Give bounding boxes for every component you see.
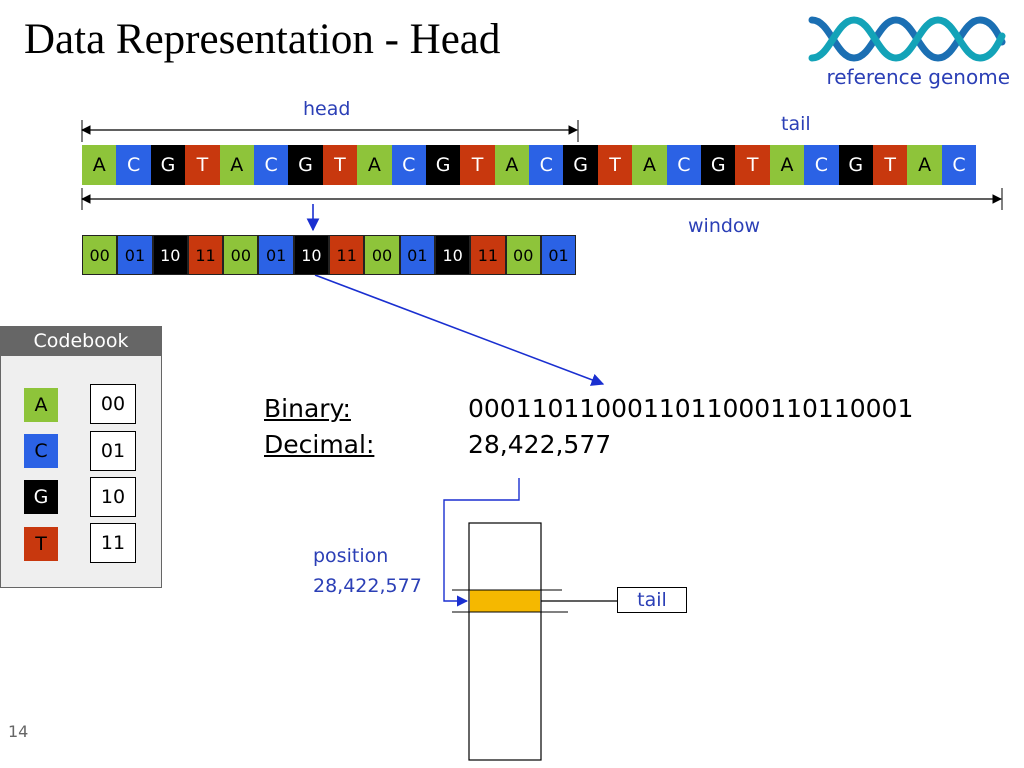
nucleotide-cell: C bbox=[253, 145, 289, 185]
nucleotide-cell: C bbox=[941, 145, 977, 185]
nucleotide-cell: C bbox=[666, 145, 702, 185]
binary-cell: 00 bbox=[223, 235, 259, 275]
nucleotide-cell: T bbox=[185, 145, 220, 185]
nucleotide-cell: T bbox=[735, 145, 770, 185]
binary-cell: 11 bbox=[329, 235, 365, 275]
binary-label: Binary: bbox=[264, 394, 351, 423]
head-label: head bbox=[303, 98, 351, 120]
codebook-base: A bbox=[24, 388, 58, 422]
binary-cell: 01 bbox=[540, 235, 577, 275]
nucleotide-cell: A bbox=[769, 145, 805, 185]
codebook-code: 00 bbox=[90, 384, 136, 424]
tail-label: tail bbox=[781, 113, 811, 135]
pointer-arrow bbox=[443, 478, 520, 607]
nucleotide-cell: G bbox=[425, 145, 461, 185]
nucleotide-cell: C bbox=[116, 145, 151, 185]
codebook-base: T bbox=[24, 527, 58, 561]
binary-cell: 10 bbox=[293, 235, 330, 275]
nucleotide-cell: C bbox=[391, 145, 426, 185]
page-title: Data Representation - Head bbox=[24, 16, 501, 63]
binary-cell: 00 bbox=[364, 235, 400, 275]
highlight-row bbox=[470, 590, 540, 612]
codebook-base: G bbox=[24, 480, 58, 514]
window-label: window bbox=[688, 215, 761, 237]
binary-cell: 11 bbox=[470, 235, 506, 275]
nucleotide-cell: C bbox=[804, 145, 839, 185]
binary-cell: 01 bbox=[117, 235, 153, 275]
binary-cell: 01 bbox=[399, 235, 435, 275]
nucleotide-cell: C bbox=[529, 145, 564, 185]
diagonal-arrow bbox=[314, 274, 605, 386]
nucleotide-cell: T bbox=[460, 145, 495, 185]
codebook-title: Codebook bbox=[0, 326, 162, 356]
binary-cell: 00 bbox=[505, 235, 541, 275]
binary-cell: 11 bbox=[187, 235, 224, 275]
decimal-value: 28,422,577 bbox=[468, 430, 612, 459]
logo-text: reference genome bbox=[826, 65, 1010, 89]
decimal-label: Decimal: bbox=[264, 430, 375, 459]
nucleotide-cell: T bbox=[322, 145, 358, 185]
codebook-code: 01 bbox=[90, 431, 136, 471]
codebook-base: C bbox=[24, 434, 58, 468]
nucleotide-cell: G bbox=[288, 145, 323, 185]
nucleotide-cell: G bbox=[563, 145, 598, 185]
binary-cell: 10 bbox=[152, 235, 188, 275]
nucleotide-cell: A bbox=[632, 145, 667, 185]
nucleotide-cell: A bbox=[219, 145, 254, 185]
position-label: position bbox=[313, 545, 389, 567]
binary-cell: 10 bbox=[434, 235, 471, 275]
nucleotide-cell: T bbox=[872, 145, 908, 185]
nucleotide-cell: G bbox=[150, 145, 186, 185]
nucleotide-cell: G bbox=[838, 145, 873, 185]
nucleotide-cell: A bbox=[82, 145, 117, 185]
codebook-code: 11 bbox=[90, 523, 136, 563]
nucleotide-cell: T bbox=[597, 145, 633, 185]
binary-cell: 01 bbox=[258, 235, 294, 275]
nucleotide-cell: A bbox=[494, 145, 530, 185]
nucleotide-cell: A bbox=[357, 145, 392, 185]
binary-cell: 00 bbox=[82, 235, 118, 275]
binary-value: 0001101100011011000110110001 bbox=[468, 394, 914, 423]
codebook-code: 10 bbox=[90, 477, 136, 517]
tail-box: tail bbox=[617, 587, 687, 613]
dna-helix-logo-icon bbox=[808, 16, 1006, 62]
hash-table bbox=[468, 522, 542, 761]
nucleotide-cell: A bbox=[907, 145, 942, 185]
position-value: 28,422,577 bbox=[313, 575, 422, 597]
page-number: 14 bbox=[8, 722, 29, 741]
nucleotide-cell: G bbox=[701, 145, 736, 185]
